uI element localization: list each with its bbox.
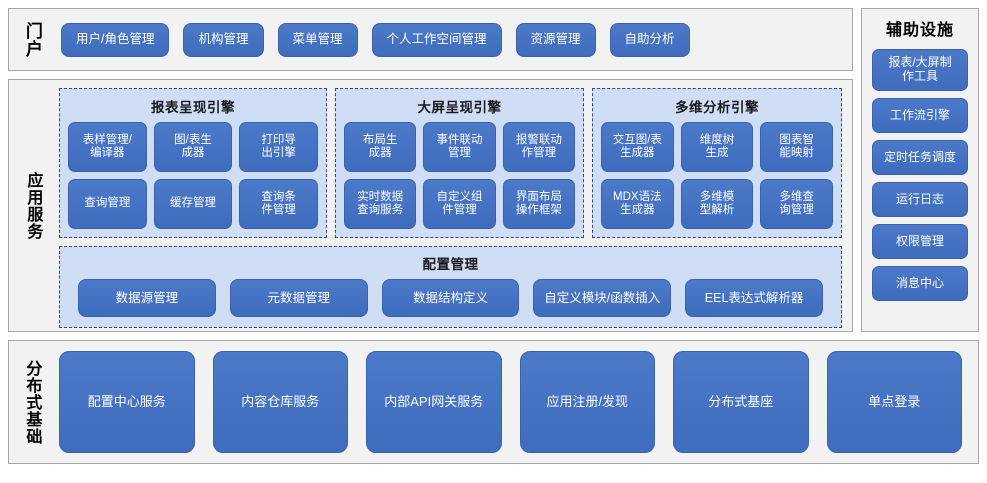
report-item-query-management[interactable]: 查询管理 (68, 179, 147, 229)
config-management-group: 配置管理 数据源管理 元数据管理 数据结构定义 自定义模块/函数插入 EEL表达… (59, 246, 842, 328)
base-button-content-repository-service[interactable]: 内容仓库服务 (212, 351, 348, 453)
base-button-single-sign-on[interactable]: 单点登录 (826, 351, 962, 453)
portal-button-menu-management[interactable]: 菜单管理 (277, 22, 358, 57)
app-service-layer-label: 应用服务 (24, 171, 42, 240)
app-service-layer-panel: 应用服务 报表呈现引擎 表样管理/ 编译器 图/表生 成器 打印导 出引擎 查询… (8, 79, 853, 332)
bigscreen-item-ui-layout-operation-framework[interactable]: 界面布局 操作框架 (502, 179, 575, 229)
middle-section: 应用服务 报表呈现引擎 表样管理/ 编译器 图/表生 成器 打印导 出引擎 查询… (8, 8, 979, 332)
config-management-row: 数据源管理 元数据管理 数据结构定义 自定义模块/函数插入 EEL表达式解析器 (72, 279, 829, 317)
bigscreen-item-realtime-data-query-service[interactable]: 实时数据 查询服务 (344, 179, 417, 229)
aux-button-runtime-log[interactable]: 运行日志 (872, 182, 968, 217)
engine-grid-bigscreen: 布局生 成器 事件联动 管理 报警联动 作管理 实时数据 查询服务 自定义组 件… (344, 122, 575, 229)
olap-item-mdx-syntax-generator[interactable]: MDX语法 生成器 (601, 179, 674, 229)
portal-button-group: 用户/角色管理 机构管理 菜单管理 个人工作空间管理 资源管理 自助分析 (55, 9, 852, 70)
distributed-base-layer-label: 分布式基础 (23, 359, 41, 445)
bigscreen-item-alarm-linkage-action-management[interactable]: 报警联动 作管理 (502, 122, 575, 172)
engine-group-multidimensional-analysis: 多维分析引擎 交互图/表 生成器 维度树 生成 图表智 能映射 MDX语法 生成… (592, 88, 842, 238)
distributed-base-layer-panel: 分布式基础 配置中心服务 内容仓库服务 内部API网关服务 应用注册/发现 分布… (8, 340, 979, 464)
base-button-internal-api-gateway-service[interactable]: 内部API网关服务 (366, 351, 502, 453)
engine-grid-report: 表样管理/ 编译器 图/表生 成器 打印导 出引擎 查询管理 缓存管理 查询条 … (68, 122, 318, 229)
bigscreen-item-custom-component-management[interactable]: 自定义组 件管理 (423, 179, 496, 229)
portal-layer-panel: 门户 用户/角色管理 机构管理 菜单管理 个人工作空间管理 资源管理 自助分析 (8, 8, 853, 71)
bigscreen-item-layout-generator[interactable]: 布局生 成器 (344, 122, 417, 172)
portal-layer-label: 门户 (22, 21, 42, 58)
portal-button-org-management[interactable]: 机构管理 (183, 22, 264, 57)
olap-item-chart-smart-mapping[interactable]: 图表智 能映射 (760, 122, 833, 172)
aux-button-permission-management[interactable]: 权限管理 (872, 224, 968, 259)
aux-button-workflow-engine[interactable]: 工作流引擎 (872, 98, 968, 133)
base-button-distributed-foundation[interactable]: 分布式基座 (673, 351, 809, 453)
portal-button-resource-management[interactable]: 资源管理 (515, 22, 596, 57)
portal-button-self-service-analysis[interactable]: 自助分析 (609, 22, 690, 57)
aux-facilities-title: 辅助设施 (885, 22, 954, 39)
olap-item-interactive-chart-table-generator[interactable]: 交互图/表 生成器 (601, 122, 674, 172)
bigscreen-item-event-linkage-management[interactable]: 事件联动 管理 (423, 122, 496, 172)
aux-button-scheduled-task-scheduling[interactable]: 定时任务调度 (872, 140, 968, 175)
report-item-chart-table-generator[interactable]: 图/表生 成器 (153, 122, 233, 172)
portal-button-personal-workspace-management[interactable]: 个人工作空间管理 (371, 22, 502, 57)
report-item-print-export-engine[interactable]: 打印导 出引擎 (239, 122, 318, 172)
engine-group-bigscreen-presentation: 大屏呈现引擎 布局生 成器 事件联动 管理 报警联动 作管理 实时数据 查询服务… (335, 88, 584, 238)
aux-button-message-center[interactable]: 消息中心 (872, 266, 968, 301)
aux-button-report-bigscreen-authoring-tool[interactable]: 报表/大屏制 作工具 (872, 49, 968, 91)
report-item-template-management-compiler[interactable]: 表样管理/ 编译器 (68, 122, 147, 172)
engine-group-title-olap: 多维分析引擎 (675, 100, 759, 115)
report-item-cache-management[interactable]: 缓存管理 (153, 179, 233, 229)
distributed-base-button-group: 配置中心服务 内容仓库服务 内部API网关服务 应用注册/发现 分布式基座 单点… (53, 341, 978, 463)
config-item-data-structure-definition[interactable]: 数据结构定义 (381, 279, 520, 317)
olap-item-multidimensional-model-parsing[interactable]: 多维模 型解析 (680, 179, 754, 229)
engine-group-report-presentation: 报表呈现引擎 表样管理/ 编译器 图/表生 成器 打印导 出引擎 查询管理 缓存… (59, 88, 327, 238)
base-button-app-registration-discovery[interactable]: 应用注册/发现 (519, 351, 655, 453)
top-section: 门户 用户/角色管理 机构管理 菜单管理 个人工作空间管理 资源管理 自助分析 (8, 8, 979, 71)
config-management-title: 配置管理 (422, 257, 479, 272)
base-button-config-center-service[interactable]: 配置中心服务 (59, 351, 195, 453)
engine-group-title-report: 报表呈现引擎 (151, 100, 235, 115)
config-item-eel-expression-parser[interactable]: EEL表达式解析器 (685, 279, 823, 317)
aux-facilities-panel: 辅助设施 报表/大屏制 作工具 工作流引擎 定时任务调度 运行日志 权限管理 消… (861, 8, 979, 332)
report-item-query-condition-management[interactable]: 查询条 件管理 (239, 179, 318, 229)
engines-row: 报表呈现引擎 表样管理/ 编译器 图/表生 成器 打印导 出引擎 查询管理 缓存… (59, 88, 842, 238)
engine-group-title-bigscreen: 大屏呈现引擎 (417, 100, 502, 115)
engine-grid-olap: 交互图/表 生成器 维度树 生成 图表智 能映射 MDX语法 生成器 多维模 型… (601, 122, 833, 229)
portal-button-user-role-management[interactable]: 用户/角色管理 (61, 22, 170, 57)
olap-item-multidimensional-query-management[interactable]: 多维查 询管理 (760, 179, 833, 229)
config-item-custom-module-function-insert[interactable]: 自定义模块/函数插入 (533, 279, 672, 317)
config-item-datasource-management[interactable]: 数据源管理 (78, 279, 216, 317)
config-item-metadata-management[interactable]: 元数据管理 (229, 279, 368, 317)
olap-item-dimension-tree-generation[interactable]: 维度树 生成 (680, 122, 754, 172)
app-service-content: 报表呈现引擎 表样管理/ 编译器 图/表生 成器 打印导 出引擎 查询管理 缓存… (55, 80, 852, 331)
